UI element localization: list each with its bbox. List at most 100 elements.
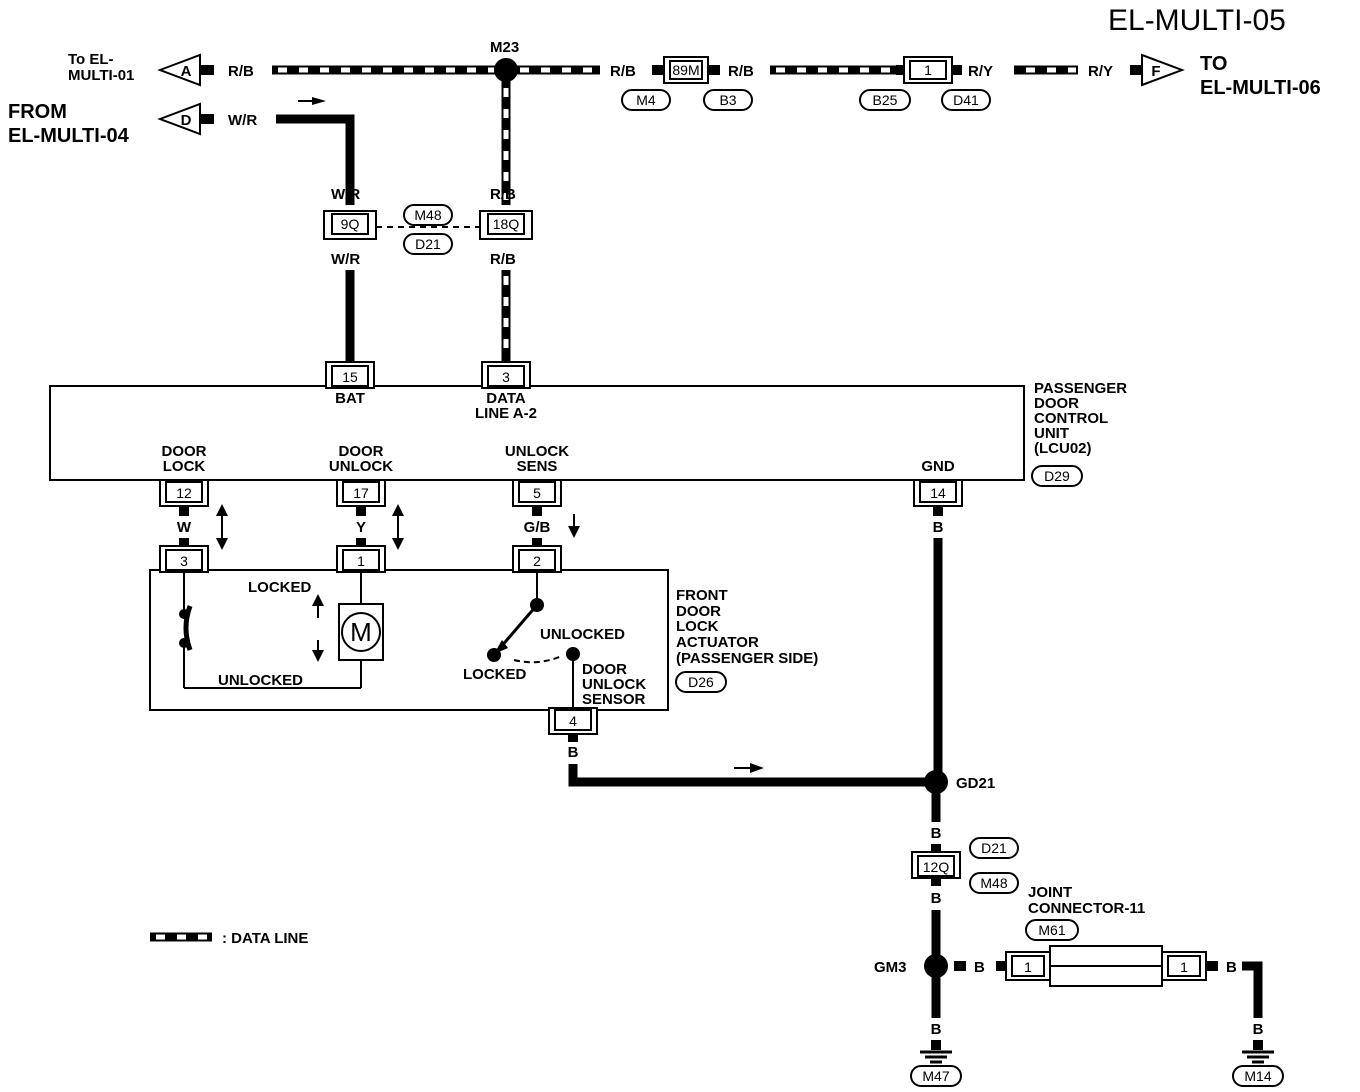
switch-locked-label: LOCKED — [463, 666, 527, 683]
sensor-label-2: UNLOCK — [582, 676, 646, 693]
ground-symbol-m47: M47 — [910, 1040, 962, 1087]
wire-label-b-pin4: B — [568, 744, 579, 761]
cu-name-5: (LCU02) — [1034, 440, 1092, 457]
cu-pin-12-function-2: LOCK — [163, 458, 206, 475]
arrow-pin4-flow — [734, 763, 764, 773]
wire-wr-from-d — [276, 114, 355, 205]
motor-label: M — [350, 617, 372, 647]
offpage-d-text-1: FROM — [8, 101, 67, 123]
junction-m23-label: M23 — [490, 39, 519, 56]
cu-pin-12: 12 — [159, 479, 209, 507]
sensor-label-3: SENSOR — [582, 691, 646, 708]
offpage-connector-f: F TO EL-MULTI-06 — [1141, 53, 1321, 99]
door-unlock-switch — [487, 598, 580, 664]
wire-label-gb: G/B — [524, 519, 551, 536]
legend-data-line: : DATA LINE — [150, 930, 308, 947]
act-name-4: ACTUATOR — [676, 634, 759, 651]
connector-18q-label: 18Q — [493, 216, 520, 232]
connector-12q: 12Q — [911, 851, 961, 879]
ground-symbol-m14: M14 — [1232, 1040, 1284, 1087]
wire-label-b-1: B — [931, 825, 942, 842]
cu-pin-17-function-2: UNLOCK — [329, 458, 393, 475]
wire-label-ry-1: R/Y — [968, 63, 993, 80]
control-unit-name: PASSENGER DOOR CONTROL UNIT (LCU02) — [1034, 380, 1127, 457]
arrow-door-lock — [216, 504, 228, 550]
wire-label-b-4: B — [1226, 959, 1237, 976]
actuator-name: FRONT DOOR LOCK ACTUATOR (PASSENGER SIDE… — [676, 587, 818, 667]
offpage-f-text-2: EL-MULTI-06 — [1200, 77, 1321, 99]
wire-label-rb-1: R/B — [610, 63, 636, 80]
cu-name-1: PASSENGER — [1034, 380, 1127, 397]
wire-label-b-6: B — [1253, 1021, 1264, 1038]
actuator-internal-wiring — [183, 572, 574, 708]
offpage-a-wire: R/B — [228, 63, 254, 80]
act-pin-3: 3 — [159, 545, 209, 573]
pill-d26: D26 — [688, 674, 714, 690]
wire-label-rb-2: R/B — [728, 63, 754, 80]
cu-pin-5: 5 — [512, 479, 562, 507]
connector-89m: 89M — [663, 56, 709, 84]
legend-text: : DATA LINE — [222, 930, 308, 947]
sensor-label-1: DOOR — [582, 661, 627, 678]
actuator-box — [149, 569, 669, 711]
cu-pin-3-function-2: LINE A-2 — [475, 405, 537, 422]
wire-label-b-gnd: B — [933, 519, 944, 536]
pill-d21-mid: D21 — [415, 236, 441, 252]
cu-pin-5-label: 5 — [533, 485, 541, 501]
act-pin-4: 4 — [548, 707, 598, 735]
connector-9q-label: 9Q — [341, 216, 360, 232]
cu-pin-3: 3 — [481, 361, 531, 389]
pill-m48-mid: M48 — [414, 207, 441, 223]
offpage-connector-d: FROM EL-MULTI-04 D W/R — [8, 101, 257, 147]
act-name-2: DOOR — [676, 603, 721, 620]
act-name-5: (PASSENGER SIDE) — [676, 650, 818, 667]
cu-pin-15-function: BAT — [335, 390, 365, 407]
wire-label-rb-bottom: R/B — [490, 251, 516, 268]
ground-m14-label: M14 — [1244, 1068, 1271, 1084]
act-unlocked-bottom: UNLOCKED — [218, 672, 303, 689]
offpage-f-wire: R/Y — [1088, 63, 1113, 80]
joint-pin-left: 1 — [1024, 959, 1032, 975]
cu-pin-14-label: 14 — [930, 485, 946, 501]
cu-pin-3-function-1: DATA — [486, 390, 526, 407]
cu-pin-12-label: 12 — [176, 485, 192, 501]
connector-1-top-label: 1 — [924, 62, 932, 78]
act-name-3: LOCK — [676, 618, 719, 635]
wire-b-pin4-to-gd21 — [568, 764, 936, 787]
pill-m48-ground: M48 — [980, 875, 1007, 891]
pill-m4: M4 — [636, 92, 656, 108]
wire-label-w: W — [177, 519, 192, 536]
connector-12q-label: 12Q — [923, 859, 950, 875]
act-pin-1: 1 — [336, 545, 386, 573]
cu-pin-17-label: 17 — [353, 485, 369, 501]
switch-unlocked-label: UNLOCKED — [540, 626, 625, 643]
connector-1-top: 1 — [903, 56, 953, 84]
wire-label-b-5: B — [931, 1021, 942, 1038]
pill-m61: M61 — [1038, 922, 1065, 938]
wire-label-rb-top: R/B — [490, 186, 516, 203]
joint-connector-11: 1 1 — [1005, 945, 1207, 987]
joint-label-2: CONNECTOR-11 — [1028, 900, 1145, 917]
wire-label-b-2: B — [931, 890, 942, 907]
act-pin-2: 2 — [512, 545, 562, 573]
page-title: EL-MULTI-05 — [1108, 4, 1286, 37]
pill-b3: B3 — [719, 92, 736, 108]
pill-b25: B25 — [873, 92, 898, 108]
act-pin-2-label: 2 — [533, 553, 541, 569]
act-name-1: FRONT — [676, 587, 728, 604]
cu-pin-15-label: 15 — [342, 369, 358, 385]
cu-pin-17-function-1: DOOR — [339, 443, 384, 460]
cu-pin-14: 14 — [913, 479, 963, 507]
joint-pin-right: 1 — [1180, 959, 1188, 975]
offpage-d-letter: D — [181, 112, 192, 129]
act-travel-arrow — [312, 594, 324, 662]
connector-9q: 9Q — [323, 210, 377, 240]
arrow-unlock-sens — [568, 514, 580, 538]
cu-name-4: UNIT — [1034, 425, 1069, 442]
offpage-a-text-2: MULTI-01 — [68, 67, 134, 84]
offpage-f-text-1: TO — [1200, 53, 1227, 75]
arrow-door-unlock — [392, 504, 404, 550]
junction-gd21-label: GD21 — [956, 775, 995, 792]
wire-label-b-3: B — [974, 959, 985, 976]
